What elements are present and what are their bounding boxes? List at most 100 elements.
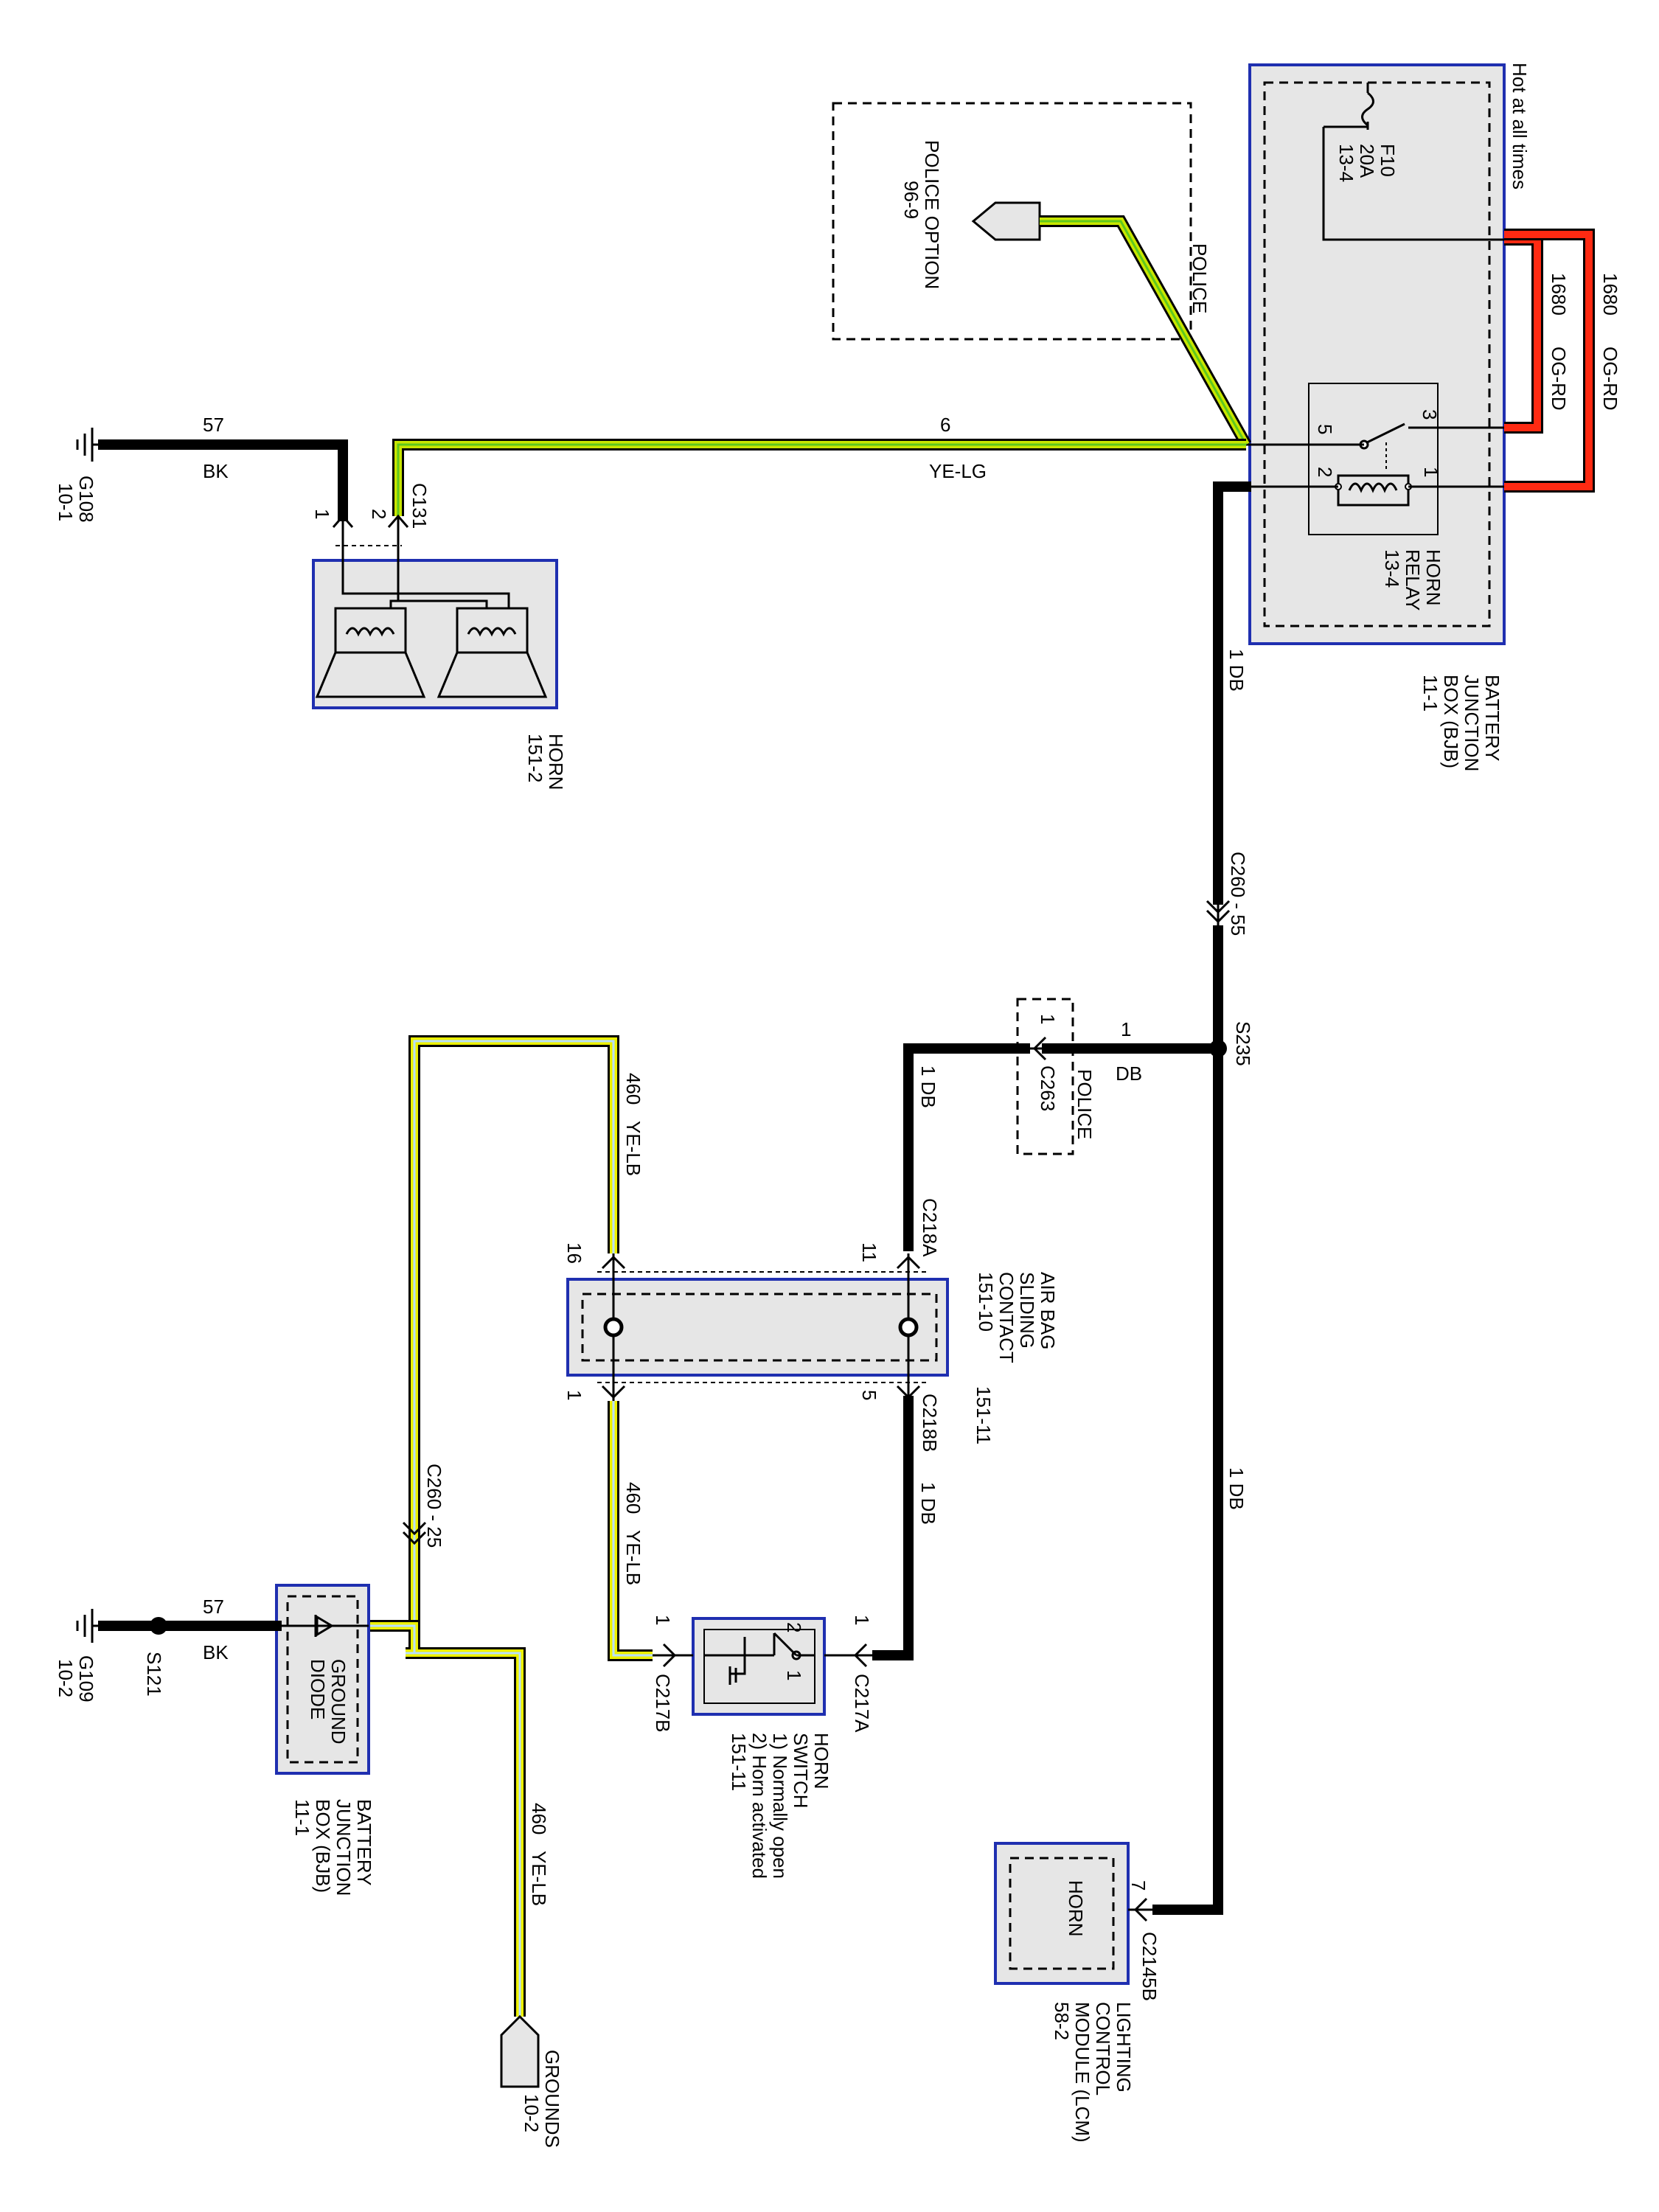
svg-text:20A: 20A bbox=[1356, 144, 1378, 178]
horn-switch-name: HORN SWITCH 1) Normally open 2) Horn act… bbox=[728, 1733, 832, 1879]
svg-text:151-10: 151-10 bbox=[975, 1272, 997, 1332]
wire-1-db-sliding bbox=[872, 1396, 914, 1660]
svg-text:AIR BAG: AIR BAG bbox=[1037, 1272, 1059, 1349]
wire-1-db-c263-label: 1 DB bbox=[917, 1065, 939, 1108]
wire-1680-label-a: 1680 OG-RD bbox=[1599, 273, 1621, 411]
horn-speaker-icon bbox=[315, 607, 426, 698]
grounds-label: GROUNDS 10-2 bbox=[521, 2050, 563, 2148]
wire-57-bottom-num: 57 bbox=[203, 1596, 224, 1618]
svg-text:1) Normally open: 1) Normally open bbox=[769, 1733, 791, 1879]
ground-g109-icon bbox=[76, 1609, 103, 1643]
wire-1-db-s235 bbox=[903, 1043, 1223, 1251]
svg-text:YE-LB: YE-LB bbox=[528, 1851, 550, 1906]
svg-text:OG-RD: OG-RD bbox=[1548, 347, 1570, 411]
diode-icon bbox=[276, 1615, 369, 1637]
svg-text:DIODE: DIODE bbox=[307, 1659, 329, 1719]
relay-pin-3: 3 bbox=[1419, 409, 1441, 420]
horn-module bbox=[312, 545, 558, 709]
horn-switch-pin-2: 2 bbox=[783, 1622, 805, 1632]
wire-57-top-color: BK bbox=[203, 460, 229, 482]
svg-text:POLICE OPTION: POLICE OPTION bbox=[921, 140, 943, 289]
c217a-label: C217A bbox=[851, 1674, 873, 1733]
svg-text:11-1: 11-1 bbox=[291, 1799, 313, 1836]
svg-text:151-11: 151-11 bbox=[728, 1733, 750, 1791]
lcm-name: LIGHTING CONTROL MODULE (LCM) 58-2 bbox=[1051, 2002, 1135, 2143]
c260-25-connector bbox=[402, 1521, 427, 1545]
sliding-contact-module bbox=[566, 1253, 949, 1401]
horn-switch-module bbox=[653, 1617, 877, 1716]
s235-label: S235 bbox=[1232, 1021, 1254, 1066]
g109-label: G109 10-2 bbox=[55, 1655, 97, 1703]
horn-relay-box bbox=[1308, 383, 1439, 535]
grounds-connector-icon bbox=[500, 2014, 540, 2088]
ground-g108-icon bbox=[76, 428, 103, 462]
svg-text:JUNCTION: JUNCTION bbox=[1461, 675, 1483, 771]
wire-1-db-s235-num: 1 bbox=[1121, 1018, 1131, 1040]
c131-label: C131 bbox=[408, 483, 431, 529]
relay-switch-icon bbox=[1246, 422, 1504, 472]
c260-25-label: C260 - 25 bbox=[423, 1464, 445, 1548]
horn-switch-pin-1-c: 1 bbox=[783, 1670, 805, 1680]
hand-press-icon bbox=[728, 1637, 746, 1685]
horn-switch-pin-1-a: 1 bbox=[851, 1615, 873, 1625]
sliding-contact-ref: 151-11 bbox=[973, 1386, 995, 1444]
relay-pin-2: 2 bbox=[1314, 467, 1336, 477]
police-option-box bbox=[832, 102, 1192, 341]
svg-text:58-2: 58-2 bbox=[1051, 2002, 1073, 2040]
svg-text:151-2: 151-2 bbox=[524, 734, 546, 783]
wire-1-db-main bbox=[1152, 481, 1251, 1915]
wire-57-bottom-color: BK bbox=[203, 1641, 229, 1663]
s121-label: S121 bbox=[143, 1652, 165, 1697]
wire-1-db-s235-color: DB bbox=[1116, 1062, 1142, 1085]
wire-57-top-num: 57 bbox=[203, 414, 224, 436]
c218a-label: C218A bbox=[919, 1198, 941, 1257]
relay-pin-5: 5 bbox=[1314, 424, 1336, 434]
svg-text:BOX (BJB): BOX (BJB) bbox=[312, 1799, 334, 1893]
svg-text:1680: 1680 bbox=[1599, 273, 1621, 316]
c260-55-connector bbox=[1206, 900, 1231, 931]
c260-55-label: C260 - 55 bbox=[1227, 852, 1249, 936]
svg-text:11-1: 11-1 bbox=[1419, 675, 1441, 712]
c263-box bbox=[1016, 998, 1074, 1155]
svg-text:GROUND: GROUND bbox=[327, 1659, 349, 1745]
svg-text:HORN: HORN bbox=[810, 1733, 832, 1790]
relay-pin-1: 1 bbox=[1420, 467, 1442, 477]
svg-text:HORN: HORN bbox=[1422, 549, 1444, 606]
c218b-label: C218B bbox=[919, 1394, 941, 1453]
svg-text:CONTACT: CONTACT bbox=[995, 1272, 1018, 1363]
bjb-top-name: BATTERY JUNCTION BOX (BJB) 11-1 bbox=[1419, 675, 1503, 771]
lcm-pin-7: 7 bbox=[1127, 1880, 1150, 1891]
svg-text:YE-LB: YE-LB bbox=[622, 1121, 644, 1176]
lcm-inner-horn: HORN bbox=[1065, 1880, 1087, 1937]
hot-at-all-times-note: Hot at all times bbox=[1509, 63, 1531, 189]
wire-1680-og-rd bbox=[1504, 229, 1595, 493]
sliding-pin-11: 11 bbox=[858, 1242, 880, 1262]
svg-text:10-2: 10-2 bbox=[55, 1659, 77, 1697]
wire-6-ye-lg bbox=[392, 215, 1251, 516]
wire-6-label-num: 6 bbox=[940, 414, 950, 436]
police-option-name: POLICE OPTION 96-9 bbox=[900, 140, 943, 289]
svg-text:OG-RD: OG-RD bbox=[1599, 347, 1621, 411]
ground-diode-module bbox=[275, 1584, 370, 1775]
svg-text:BATTERY: BATTERY bbox=[1481, 675, 1503, 762]
svg-text:GROUNDS: GROUNDS bbox=[541, 2050, 563, 2148]
horn-pin-1: 1 bbox=[311, 509, 333, 519]
wire-1680-label-b: 1680 OG-RD bbox=[1548, 273, 1570, 411]
svg-text:MODULE (LCM): MODULE (LCM) bbox=[1071, 2002, 1093, 2143]
c217b-label: C217B bbox=[652, 1674, 674, 1733]
svg-text:F10: F10 bbox=[1377, 144, 1399, 177]
s121-splice-icon bbox=[150, 1617, 167, 1635]
svg-text:LIGHTING: LIGHTING bbox=[1113, 2002, 1135, 2093]
svg-text:SWITCH: SWITCH bbox=[790, 1733, 812, 1809]
svg-text:10-2: 10-2 bbox=[521, 2094, 543, 2132]
wire-6-label-color: YE-LG bbox=[929, 460, 987, 482]
svg-text:460: 460 bbox=[622, 1482, 644, 1514]
c263-label: C263 bbox=[1037, 1065, 1059, 1111]
wire-1-db-sliding-label: 1 DB bbox=[917, 1482, 939, 1525]
c263-pin-a: 1 bbox=[1037, 1014, 1059, 1024]
svg-text:10-1: 10-1 bbox=[55, 483, 77, 521]
police-label-c263: POLICE bbox=[1074, 1069, 1096, 1139]
svg-text:460: 460 bbox=[528, 1803, 550, 1834]
svg-text:BOX (BJB): BOX (BJB) bbox=[1440, 675, 1462, 768]
sliding-pin-5: 5 bbox=[858, 1390, 880, 1400]
